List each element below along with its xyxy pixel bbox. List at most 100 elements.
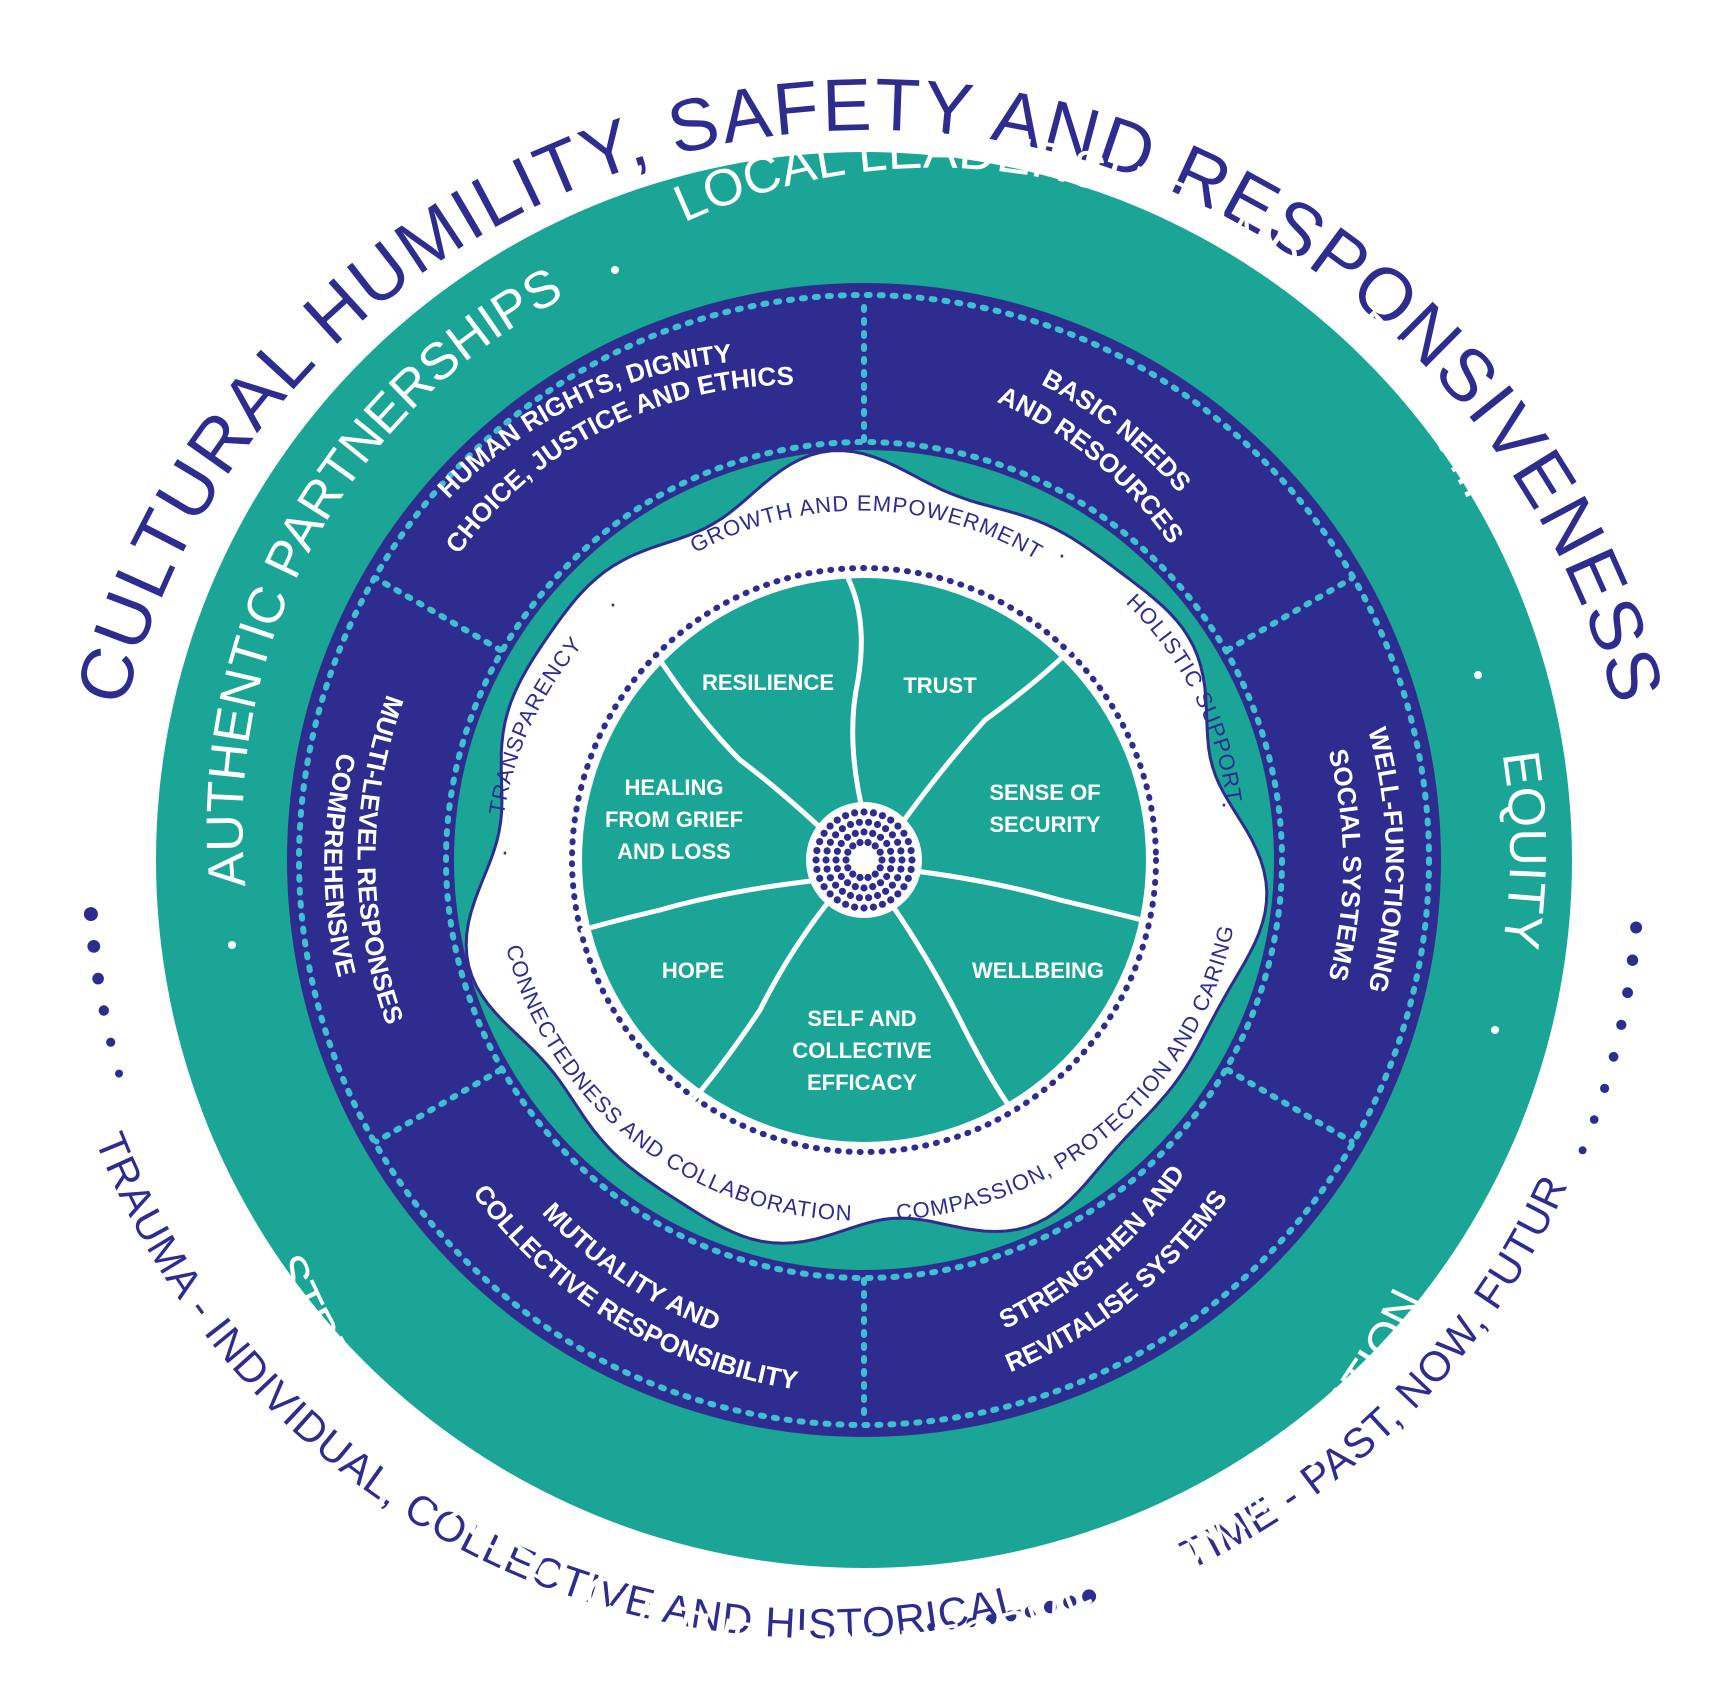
center-dot xyxy=(843,879,852,887)
center-dot xyxy=(826,874,835,882)
center-dot xyxy=(869,829,877,838)
center-dot xyxy=(860,808,868,816)
center-dot xyxy=(856,838,864,847)
white-separator: · xyxy=(876,1203,885,1233)
center-dot xyxy=(904,838,912,846)
center-dot xyxy=(832,856,840,864)
center-dot xyxy=(869,809,878,817)
center-dot xyxy=(871,870,879,878)
center-dot xyxy=(832,881,840,889)
core-center-dots xyxy=(812,808,916,912)
center-dot xyxy=(887,816,895,824)
center-dot xyxy=(849,842,857,850)
center-dot xyxy=(842,812,850,820)
center-dot xyxy=(826,822,834,830)
hope-label: HOPE xyxy=(662,958,724,983)
navy-ring-divider xyxy=(373,1067,504,1145)
center-dot xyxy=(833,896,841,904)
accent-dot xyxy=(1616,1019,1627,1030)
center-dot xyxy=(842,856,850,864)
center-dot xyxy=(844,864,852,872)
accent-dot xyxy=(1622,987,1633,999)
center-dot xyxy=(846,891,855,900)
accent-dot xyxy=(1005,1610,1017,1622)
core-center-circle xyxy=(806,802,922,918)
white-ring-separators: · · · · · xyxy=(501,539,1229,1233)
center-dot xyxy=(860,904,868,912)
accent-dot xyxy=(87,940,101,953)
center-dot xyxy=(887,896,895,904)
outer-dotted-accents xyxy=(83,907,1643,1632)
navy-ring-divider xyxy=(1224,1067,1355,1145)
center-dot xyxy=(826,890,834,898)
center-dot xyxy=(888,856,896,864)
separator-dot xyxy=(228,941,236,949)
center-dot xyxy=(838,825,847,833)
teal-right-arc: EQUITY xyxy=(1491,747,1557,952)
center-dot xyxy=(900,883,908,891)
navy-ring-divider xyxy=(373,575,504,653)
center-dot xyxy=(864,838,872,847)
accent-dot xyxy=(1626,954,1639,966)
center-dot xyxy=(838,887,847,895)
accent-dot xyxy=(1578,1146,1587,1155)
accent-dot xyxy=(986,1614,997,1625)
center-dot xyxy=(812,856,820,864)
center-dot xyxy=(898,856,906,864)
center-dot xyxy=(860,884,868,892)
trust-label: TRUST xyxy=(903,673,977,698)
center-dot xyxy=(813,865,821,874)
self-efficacy-line-3: EFFICACY xyxy=(807,1070,917,1095)
center-dot xyxy=(897,865,905,873)
separator-dot xyxy=(611,266,619,274)
center-dot xyxy=(900,829,908,837)
center-dot xyxy=(878,856,886,864)
core-dotted-border xyxy=(569,565,1159,1155)
white-separator: · xyxy=(609,588,618,618)
center-dot xyxy=(888,831,897,839)
healing-line-1: HEALING xyxy=(625,775,724,800)
sense-of-security-line-2: SECURITY xyxy=(989,812,1101,837)
center-dot xyxy=(820,829,828,837)
separator-dot xyxy=(1491,1026,1499,1034)
center-dot xyxy=(908,856,916,864)
separator-dot xyxy=(1474,671,1482,679)
accent-dot xyxy=(1044,1600,1057,1614)
accent-dot xyxy=(927,1623,936,1632)
wellbeing-label: WELLBEING xyxy=(972,958,1104,983)
accent-dot xyxy=(115,1069,123,1078)
accent-dot xyxy=(106,1037,116,1047)
navy-ring-dividers xyxy=(373,294,1355,1426)
center-dot xyxy=(856,873,864,882)
teal-ring-separator-dots xyxy=(228,266,1499,1034)
center-dot xyxy=(865,894,873,902)
center-dot xyxy=(860,828,868,836)
center-dot xyxy=(873,820,882,829)
center-dot xyxy=(844,848,852,856)
center-dot xyxy=(832,831,840,839)
center-dot xyxy=(907,865,915,874)
center-dot xyxy=(833,847,842,855)
center-dot xyxy=(904,874,912,883)
center-dot xyxy=(887,865,895,873)
center-dot xyxy=(837,872,845,881)
center-dot xyxy=(897,847,905,855)
accent-dot xyxy=(92,972,104,985)
center-dot xyxy=(816,838,824,846)
center-dot xyxy=(894,822,902,830)
center-dot xyxy=(876,848,884,856)
center-dot xyxy=(842,900,850,908)
center-dot xyxy=(823,847,831,855)
center-dot xyxy=(826,838,835,846)
accent-dot xyxy=(1589,1115,1599,1124)
center-dot xyxy=(822,856,830,864)
core-dividing-lines xyxy=(580,575,1145,1113)
center-dot xyxy=(864,873,872,882)
center-dot xyxy=(907,847,915,855)
healing-line-2: FROM GRIEF xyxy=(605,807,743,832)
center-dot xyxy=(855,818,864,826)
center-dot xyxy=(894,838,902,846)
accent-dot xyxy=(98,1005,110,1016)
center-dot xyxy=(883,839,891,848)
center-dot xyxy=(894,890,902,898)
